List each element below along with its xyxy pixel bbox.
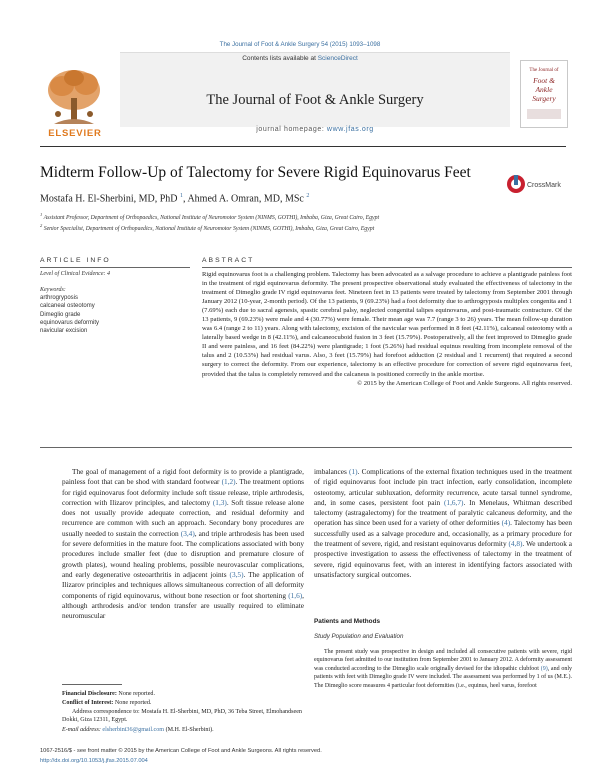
citation-link[interactable]: (9) xyxy=(540,665,548,672)
body-text: The goal of management of a rigid foot d… xyxy=(62,467,304,487)
journal-citation: The Journal of Foot & Ankle Surgery 54 (… xyxy=(219,41,381,48)
cover-line-4: Surgery xyxy=(532,94,556,103)
citation-link[interactable]: (1,6) xyxy=(288,590,303,600)
keyword: calcaneal osteotomy xyxy=(40,303,95,310)
homepage-link[interactable]: www.jfas.org xyxy=(326,126,374,133)
body-text: . The application of Ilizarov principles… xyxy=(62,569,304,600)
body-text: imbalances xyxy=(314,467,350,476)
body-text: . We undertook a prospective investigati… xyxy=(314,539,572,579)
intro-column-2: imbalances (1). Complications of the ext… xyxy=(314,467,572,580)
cover-line-1: The Journal of xyxy=(529,68,559,73)
affiliation-text: Senior Specialist, Department of Orthopa… xyxy=(43,225,375,232)
journal-title: The Journal of Foot & Ankle Surgery xyxy=(206,92,424,108)
methods-heading: Patients and Methods xyxy=(314,618,381,625)
keyword: equinovarus deformity xyxy=(40,319,100,326)
study-population-subheading: Study Population and Evaluation xyxy=(314,633,404,640)
affiliation-sup: 2 xyxy=(40,223,43,228)
abstract-copyright: © 2015 by the American College of Foot a… xyxy=(357,379,572,387)
citation-link[interactable]: (4,8) xyxy=(508,539,523,549)
crossmark-icon[interactable]: CrossMark xyxy=(505,173,569,195)
email-line: E-mail address: elsherbini36@gmail.com (… xyxy=(62,726,307,734)
header-rule xyxy=(40,146,566,147)
author-sup[interactable]: 2 xyxy=(306,193,310,199)
conflict-text: None reported. xyxy=(113,700,152,706)
body-text: , and only patients with feet with Dimeg… xyxy=(314,665,572,689)
body-text: . Complications of the external fixation… xyxy=(314,467,572,507)
contents-line: Contents lists available at ScienceDirec… xyxy=(0,55,600,62)
cover-line-2: Foot & xyxy=(533,76,555,85)
crossmark-label: CrossMark xyxy=(527,182,561,189)
abstract-text: Rigid equinovarus foot is a challenging … xyxy=(202,271,572,378)
email-link[interactable]: elsherbini36@gmail.com xyxy=(102,727,165,733)
conflict-of-interest: Conflict of Interest: None reported. xyxy=(62,699,307,707)
body-text: . In Menelaus, Whitman described talecto… xyxy=(314,497,572,528)
sciencedirect-link[interactable]: ScienceDirect xyxy=(317,55,358,62)
financial-disclosure: Financial Disclosure: None reported. xyxy=(62,690,307,698)
journal-homepage: journal homepage: www.jfas.org xyxy=(120,126,510,133)
body-text: . Soft tissue release alone does not usu… xyxy=(62,497,304,538)
affiliation-2: 2 Senior Specialist, Department of Ortho… xyxy=(40,223,374,232)
methods-paragraph: The present study was prospective in des… xyxy=(314,648,572,690)
keyword: arthrogryposis xyxy=(40,295,79,302)
email-label: E-mail address: xyxy=(62,727,103,733)
article-info-heading: ARTICLE INFO xyxy=(40,257,111,264)
body-text: The present study was prospective in des… xyxy=(314,649,572,672)
body-text: . The treatment options for rigid equino… xyxy=(62,477,304,507)
info-rule xyxy=(40,267,190,268)
front-matter-line: 1067-2516/$ - see front matter © 2015 by… xyxy=(40,748,322,754)
footnote-rule xyxy=(62,684,122,685)
affiliation-sup: 1 xyxy=(40,212,43,217)
author-name: Ahmed A. Omran, MD, MSc xyxy=(187,193,304,205)
doi-link[interactable]: http://dx.doi.org/10.1053/j.jfas.2015.07… xyxy=(40,758,148,764)
email-suffix: (M.H. El-Sherbini). xyxy=(164,727,214,733)
keyword: Dimeglio grade xyxy=(40,311,81,318)
abstract-bottom-rule xyxy=(40,447,572,448)
cover-band xyxy=(527,109,561,119)
body-text: , and triple arthrodesis has been used f… xyxy=(62,528,304,579)
citation-link[interactable]: (1,2) xyxy=(221,477,236,487)
disclosure-label: Financial Disclosure: xyxy=(62,691,117,697)
publisher-name: ELSEVIER xyxy=(48,128,102,139)
citation-link[interactable]: (1,6,7) xyxy=(444,497,464,507)
citation-link[interactable]: (3,4) xyxy=(180,528,195,538)
affiliation-text: Assistant Professor, Department of Ortho… xyxy=(43,214,380,221)
evidence-text: Level of Clinical Evidence: 4 xyxy=(40,271,110,277)
cover-line-3: Ankle xyxy=(535,85,553,94)
contents-prefix: Contents lists available at xyxy=(242,55,318,62)
body-text: , although arthrodesis and/or tendon tra… xyxy=(62,590,304,621)
citation-link[interactable]: (1,3) xyxy=(212,497,227,507)
article-title: Midterm Follow-Up of Talectomy for Sever… xyxy=(40,164,471,181)
keywords-label: Keywords: xyxy=(40,287,66,293)
abstract-heading: ABSTRACT xyxy=(202,257,255,264)
journal-header-panel xyxy=(120,52,510,127)
homepage-prefix: journal homepage: xyxy=(256,126,327,133)
journal-cover-thumbnail: The Journal of Foot & Ankle Surgery xyxy=(520,60,568,128)
author-sup[interactable]: 1 xyxy=(180,193,183,199)
affiliation-1: 1 Assistant Professor, Department of Ort… xyxy=(40,212,379,221)
author-separator: , xyxy=(183,193,188,205)
conflict-label: Conflict of Interest: xyxy=(62,700,114,706)
citation-link[interactable]: (4) xyxy=(501,518,511,528)
citation-link[interactable]: (1) xyxy=(349,467,358,476)
citation-link[interactable]: (3,5) xyxy=(229,569,244,579)
intro-column-1: The goal of management of a rigid foot d… xyxy=(62,467,304,621)
keywords-block: Keywords: arthrogryposis calcaneal osteo… xyxy=(40,286,99,335)
abstract-rule xyxy=(202,267,572,268)
author-name: Mostafa H. El-Sherbini, MD, PhD xyxy=(40,193,178,205)
correspondence-address: Address correspondence to: Mostafa H. El… xyxy=(62,709,302,724)
abstract-body: Rigid equinovarus foot is a challenging … xyxy=(202,270,572,388)
elsevier-tree-logo xyxy=(40,64,108,130)
body-text: . Talectomy has been successfully used a… xyxy=(314,518,572,549)
author-list: Mostafa H. El-Sherbini, MD, PhD 1, Ahmed… xyxy=(40,193,309,204)
evidence-level: Level of Clinical Evidence: 4 xyxy=(40,270,110,278)
keyword: navicular excision xyxy=(40,328,88,335)
disclosure-text: None reported. xyxy=(116,691,155,697)
